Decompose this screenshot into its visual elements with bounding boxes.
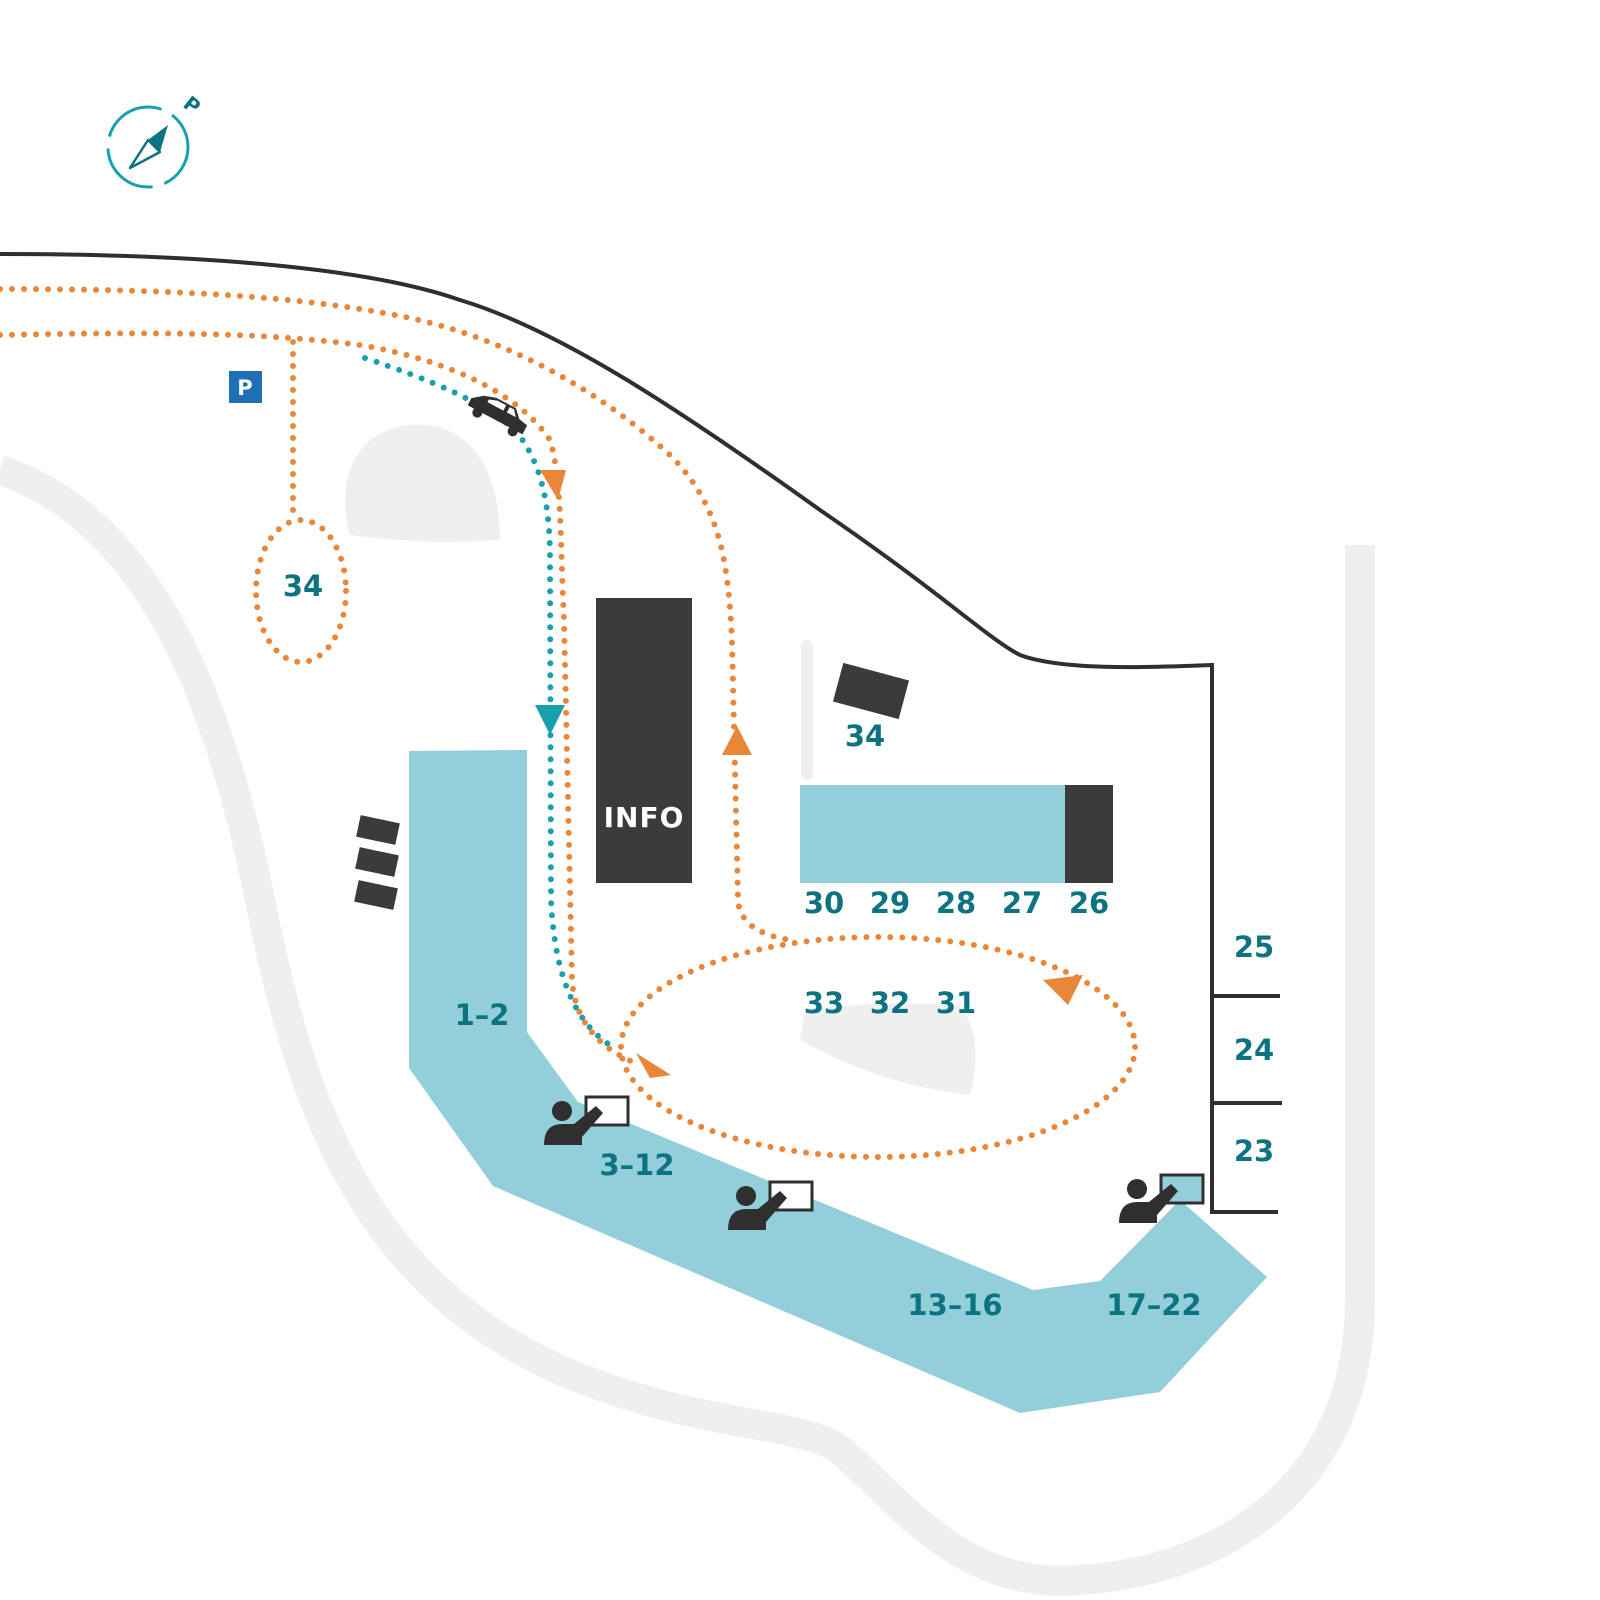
site-label-33: 33 xyxy=(804,986,844,1020)
triangle-arrow-icon xyxy=(1043,975,1083,1005)
person-at-counter-icon xyxy=(544,1095,630,1145)
parking-label: P xyxy=(237,376,252,400)
orange-route-outer xyxy=(0,286,793,943)
compass-icon xyxy=(106,105,190,189)
orange-routes xyxy=(0,286,1138,1160)
ground-area-north xyxy=(345,424,500,542)
car-icon xyxy=(467,395,528,437)
person-at-counter-icon xyxy=(1119,1173,1205,1223)
area-label-34-building: 34 xyxy=(845,719,885,753)
site-label-3-12: 3–12 xyxy=(599,1148,674,1182)
small-buildings xyxy=(354,815,400,910)
stall-area-main xyxy=(409,750,1267,1413)
parking-sign-icon: P xyxy=(229,371,262,403)
ground-strip xyxy=(801,640,813,780)
site-label-29: 29 xyxy=(870,886,910,920)
building-34 xyxy=(832,662,910,720)
site-label-1-2: 1–2 xyxy=(455,998,510,1032)
info-building xyxy=(596,598,692,883)
site-label-32: 32 xyxy=(870,986,910,1020)
site-label-13-16: 13–16 xyxy=(907,1288,1002,1322)
triangle-arrow-icon xyxy=(722,726,752,755)
stall-area-26-30 xyxy=(800,785,1065,883)
compass-north-label: P xyxy=(179,91,205,119)
person-at-counter-icon xyxy=(728,1180,814,1230)
building-26 xyxy=(1065,785,1113,883)
site-boundary xyxy=(0,252,1278,1214)
triangle-arrow-icon xyxy=(535,705,565,735)
site-label-17-22: 17–22 xyxy=(1106,1288,1201,1322)
site-label-25: 25 xyxy=(1234,930,1274,964)
site-label-24: 24 xyxy=(1234,1033,1274,1067)
site-label-30: 30 xyxy=(804,886,844,920)
orange-route-inner xyxy=(0,330,643,1068)
orange-route-loop-center xyxy=(618,934,1138,1160)
site-label-28: 28 xyxy=(936,886,976,920)
triangle-arrow-icon xyxy=(540,470,566,500)
triangle-arrow-icon xyxy=(636,1053,671,1078)
site-label-26: 26 xyxy=(1069,886,1109,920)
orange-route-loop-34 xyxy=(253,517,349,665)
site-label-31: 31 xyxy=(936,986,976,1020)
outer-road xyxy=(0,455,1375,1596)
site-label-23: 23 xyxy=(1234,1134,1274,1168)
info-label: INFO xyxy=(604,801,685,834)
area-label-34-loop: 34 xyxy=(283,569,323,603)
ground-area-center xyxy=(800,1003,976,1095)
site-label-27: 27 xyxy=(1002,886,1042,920)
route-arrows xyxy=(535,470,1083,1078)
